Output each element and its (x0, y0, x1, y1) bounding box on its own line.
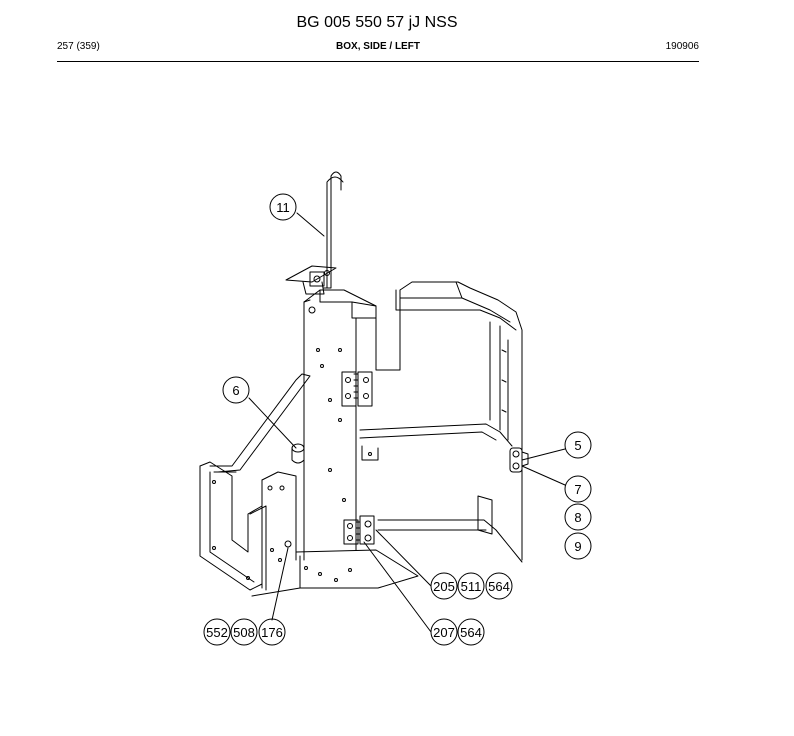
main-vertical-panel (303, 281, 523, 561)
callout-11: 11 (276, 200, 290, 215)
section-title: BOX, SIDE / LEFT (336, 41, 420, 52)
callout-circles (203, 193, 592, 646)
bottom-hinge (343, 515, 375, 545)
callout-511: 511 (461, 579, 482, 594)
right-enclosure (359, 281, 523, 563)
support-rod (209, 373, 311, 473)
callout-205: 205 (433, 579, 455, 594)
callout-5: 5 (574, 438, 581, 453)
top-hinge (341, 371, 373, 407)
callout-508: 508 (233, 625, 255, 640)
page-number: 257 (359) (57, 41, 100, 52)
callout-207: 207 (433, 625, 455, 640)
document-code: 190906 (665, 41, 699, 52)
callout-7: 7 (574, 482, 581, 497)
callout-564-lower: 564 (460, 625, 482, 640)
document-title: BG 005 550 57 jJ NSS (296, 14, 458, 31)
left-box-frame (199, 461, 419, 597)
callout-9: 9 (574, 539, 581, 554)
header-rule (57, 61, 699, 62)
callout-176: 176 (261, 625, 283, 640)
callout-8: 8 (574, 510, 581, 525)
callout-552: 552 (206, 625, 228, 640)
leader-lines (248, 212, 566, 633)
callout-564: 564 (488, 579, 510, 594)
vertical-bracket-part (285, 171, 344, 295)
side-fastener-assembly (509, 447, 529, 473)
callout-6: 6 (232, 383, 239, 398)
